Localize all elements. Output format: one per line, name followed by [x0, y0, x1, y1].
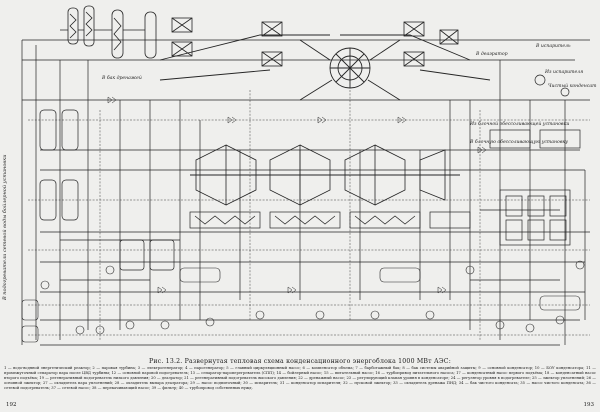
reactor-core-symbol — [299, 39, 401, 101]
label-to-evaporator: В испаритель — [536, 44, 571, 49]
steam-generators — [171, 17, 459, 67]
high-pressure-heaters — [489, 74, 581, 246]
label-to-cleaning: В блочную обессоливающую установку — [470, 140, 568, 145]
figure-legend: 1 — водо-водяной энергетический реактор;… — [4, 366, 596, 391]
low-pressure-heaters — [39, 109, 175, 271]
label-to-deaerator: В деаэратор — [476, 52, 508, 57]
label-from-cleaning: Из блочной обессоливающей установки — [470, 122, 570, 127]
turbine-cylinders — [190, 144, 460, 206]
label-to-drain-tank: В бак дренажей — [102, 76, 142, 81]
drain-tanks — [21, 267, 581, 343]
figure-caption: Рис. 13.2. Развернутая тепловая схема ко… — [149, 358, 451, 365]
pumps — [40, 260, 585, 335]
valves — [107, 96, 487, 294]
thermal-scheme-diagram — [21, 5, 590, 346]
label-from-evaporator: Из испарителя — [545, 70, 584, 75]
label-clean-condensate: Чистый конденсат — [548, 84, 597, 89]
condensers — [189, 211, 471, 229]
reactor-group — [60, 5, 157, 59]
page-number-right: 193 — [583, 402, 595, 408]
page-number-left: 192 — [6, 402, 17, 408]
